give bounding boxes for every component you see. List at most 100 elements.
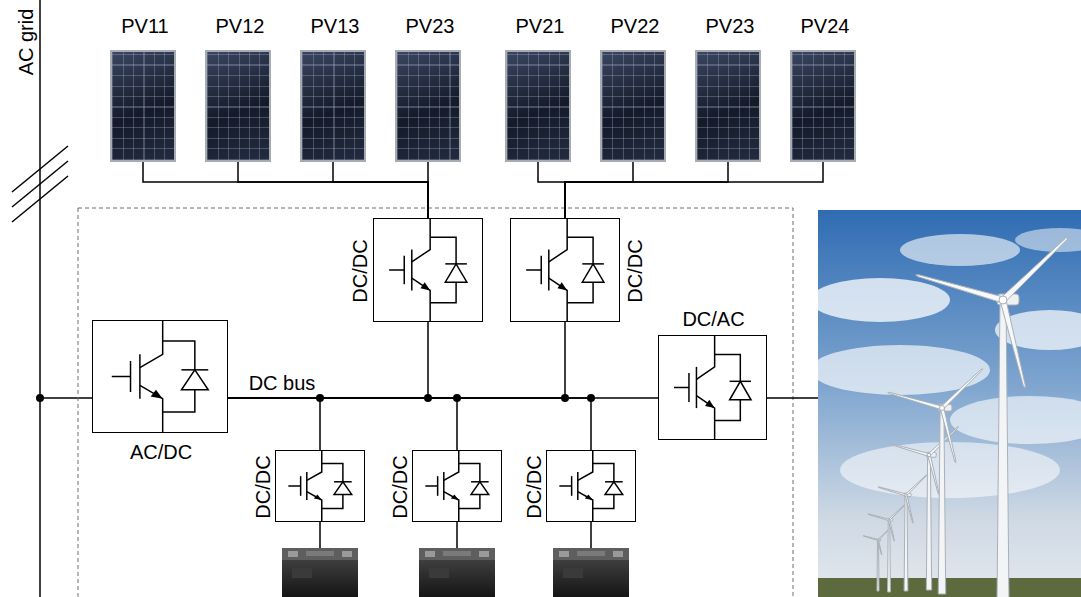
- emitter-arrow: [451, 494, 459, 500]
- grid-wire: [40, 397, 92, 399]
- emitter-arrow: [420, 282, 430, 290]
- ac-dc-converter: AC/DC: [92, 320, 228, 433]
- three-phase-marks: [12, 146, 68, 222]
- clouds: [818, 228, 1081, 498]
- emitter-arrow: [705, 400, 715, 408]
- wind-turbine: [887, 367, 984, 594]
- symbol-stroke: [567, 282, 593, 302]
- cloud: [900, 234, 1020, 266]
- battery-bank: [282, 548, 629, 597]
- pv-string-wire: [427, 162, 429, 218]
- symbol-stroke: [526, 269, 541, 271]
- igbt-diode-symbol: [547, 451, 635, 521]
- symbol-stroke: [696, 336, 714, 379]
- battery-body: [419, 548, 495, 597]
- symbol-stroke: [112, 376, 131, 378]
- dc-bus-wire: [228, 398, 320, 450]
- emitter-arrow: [151, 390, 163, 399]
- wind-wire: [767, 397, 818, 399]
- panel-label: PV23: [406, 16, 455, 36]
- battery-converter: DC/DC: [546, 450, 636, 522]
- emitter-arrow: [585, 494, 593, 500]
- symbol-stroke: [163, 390, 195, 412]
- emitter-arrow: [557, 282, 567, 290]
- wind-turbine: [878, 474, 928, 591]
- symbol-stroke: [571, 476, 573, 496]
- symbol-stroke: [444, 492, 459, 521]
- junction-dot: [424, 394, 432, 402]
- cloud: [840, 442, 1060, 498]
- symbol-stroke: [412, 219, 430, 262]
- battery-body: [282, 548, 358, 597]
- symbol-stroke: [540, 256, 542, 285]
- symbol-stroke: [548, 250, 550, 291]
- pv-panel: PV22: [600, 50, 666, 162]
- symbol-stroke: [307, 451, 322, 480]
- ground: [818, 578, 1081, 597]
- symbol-stroke: [578, 451, 593, 480]
- symbol-stroke: [412, 278, 430, 321]
- battery-converter: DC/DC: [412, 450, 502, 522]
- panel-label: PV22: [611, 16, 660, 36]
- battery-body: [553, 548, 629, 597]
- symbol-stroke: [459, 464, 480, 482]
- phase-slash: [12, 161, 68, 207]
- battery-terminal: [479, 551, 489, 557]
- wind-turbine: [889, 426, 959, 590]
- igbt-diode-symbol: [374, 219, 482, 321]
- symbol-stroke: [306, 472, 308, 500]
- symbol-stroke: [389, 269, 404, 271]
- pv-panel: PV23: [395, 50, 461, 162]
- symbol-stroke: [139, 354, 141, 398]
- junction-dot: [561, 394, 569, 402]
- symbol-stroke: [425, 485, 437, 487]
- battery-terminal: [425, 551, 435, 557]
- symbol-stroke: [140, 321, 163, 368]
- battery-terminal: [613, 551, 623, 557]
- symbol-stroke: [140, 385, 163, 432]
- wind-turbine: [915, 235, 1071, 597]
- pv-panel: PV23: [695, 50, 761, 162]
- symbol-stroke: [593, 494, 614, 508]
- symbol-stroke: [443, 472, 445, 500]
- converter-label: AC/DC: [130, 442, 192, 462]
- symbol-stroke: [688, 373, 690, 402]
- diode-triangle: [471, 482, 489, 495]
- pv-panel: PV21: [505, 50, 571, 162]
- dc-bus-wire: [228, 398, 457, 450]
- pv-string-wire: [538, 162, 565, 218]
- symbol-stroke: [549, 219, 567, 262]
- pv-panel: PV24: [790, 50, 856, 162]
- panel-label: PV23: [706, 16, 755, 36]
- symbol-stroke: [444, 451, 459, 480]
- battery-wire: [590, 522, 592, 548]
- symbol-stroke: [696, 367, 698, 408]
- bus-label: DC bus: [249, 373, 316, 393]
- symbol-stroke: [577, 472, 579, 500]
- symbol-stroke: [300, 476, 302, 496]
- pv-string-wire: [238, 162, 428, 218]
- battery-lid: [282, 548, 358, 560]
- symbol-stroke: [549, 278, 567, 321]
- pv-panel: PV12: [205, 50, 271, 162]
- battery-wire: [456, 522, 458, 548]
- symbol-stroke: [307, 492, 322, 521]
- ac-grid-line: [39, 0, 41, 597]
- converter-label: DC/DC: [253, 455, 273, 518]
- cloud: [1015, 228, 1081, 252]
- symbol-stroke: [411, 250, 413, 291]
- symbol-stroke: [559, 485, 571, 487]
- dc-bus-wire: [228, 398, 591, 450]
- battery-vent: [577, 551, 605, 556]
- symbol-stroke: [459, 494, 480, 508]
- symbol-stroke: [403, 256, 405, 285]
- diode-triangle: [181, 370, 208, 390]
- pv-string-wire: [143, 162, 428, 218]
- diode-triangle: [730, 381, 751, 400]
- diode-triangle: [605, 482, 623, 495]
- pv-string-wire: [333, 162, 428, 218]
- symbol-stroke: [163, 341, 195, 370]
- phase-slash: [12, 176, 68, 222]
- wind-turbine: [863, 529, 889, 591]
